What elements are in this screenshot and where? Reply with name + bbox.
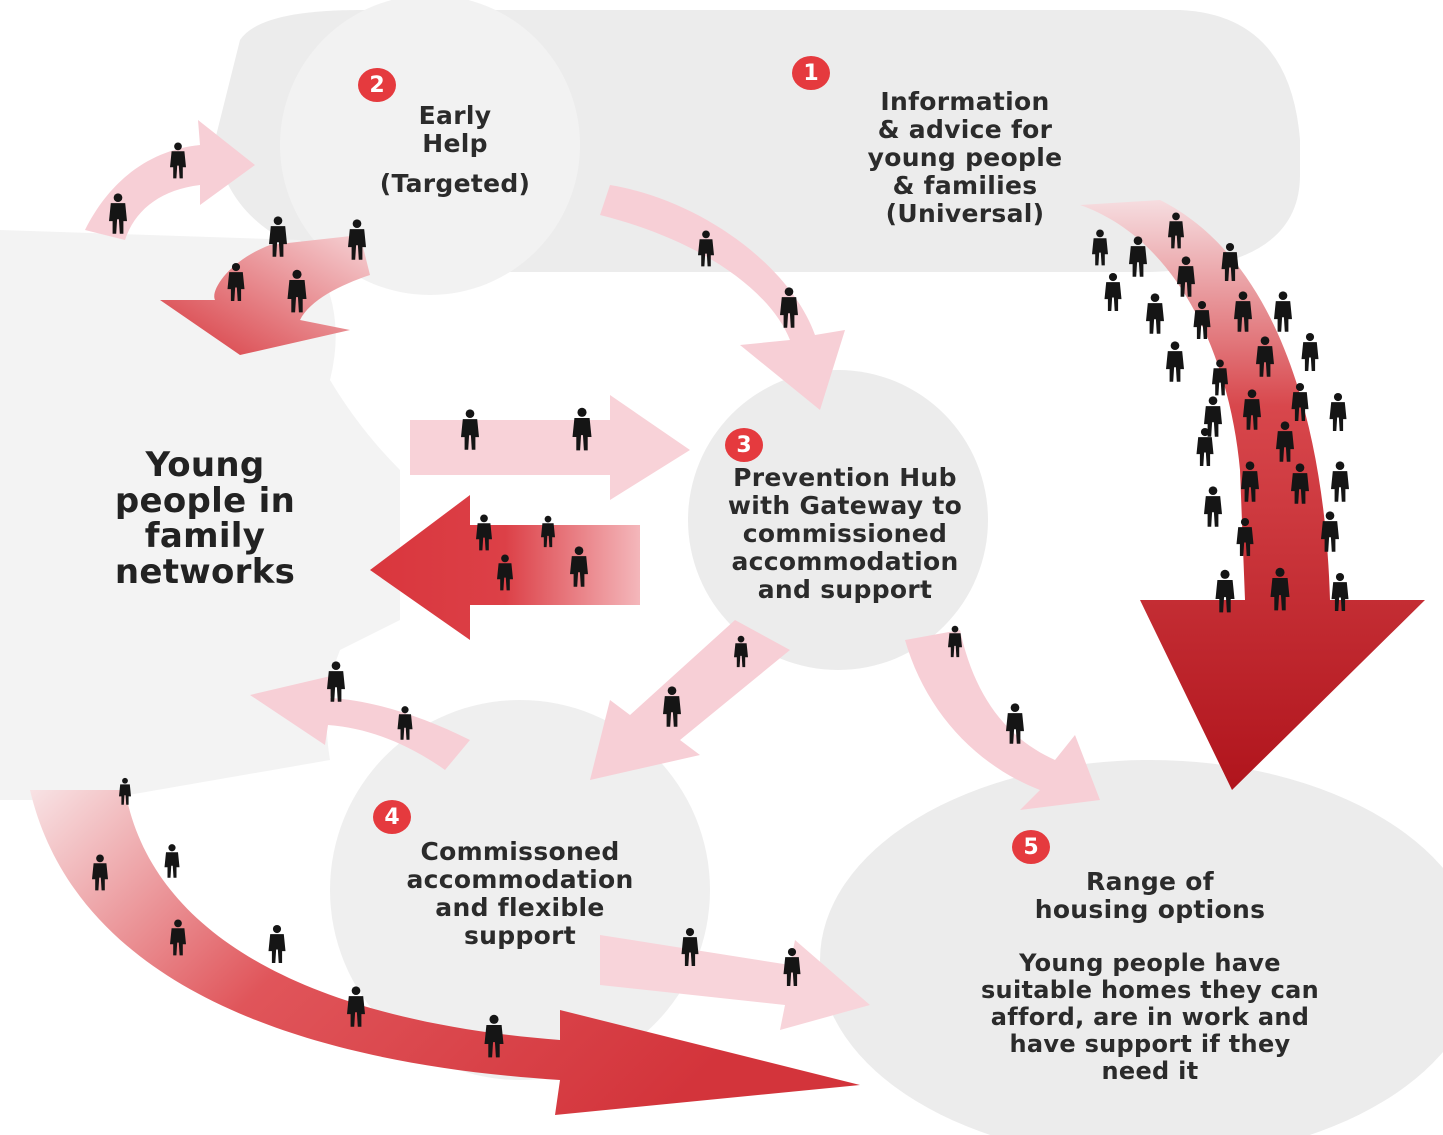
arrow-commissioned-to-family — [250, 675, 470, 770]
label-line: commissioned — [742, 519, 948, 548]
arrow-family-to-hub — [410, 395, 690, 500]
label-line: young people — [867, 143, 1063, 172]
label-line: accommodation — [731, 547, 959, 576]
label-family-networks: Young people in family networks — [60, 445, 350, 593]
label-housing-title: Range of housing options — [960, 868, 1340, 924]
label-information: Information & advice for young people & … — [770, 88, 1160, 228]
label-line: people in — [114, 480, 296, 521]
arrow-early-help-out — [160, 235, 370, 355]
label-line: and flexible — [435, 893, 605, 922]
number-badge-1: 1 — [792, 56, 830, 90]
label-line: Prevention Hub — [733, 463, 957, 492]
label-housing-outcome: Young people have suitable homes they ca… — [895, 950, 1405, 1084]
label-line: (Targeted) — [379, 169, 531, 198]
person-silhouette-icon — [1166, 341, 1184, 382]
label-line: accommodation — [406, 865, 634, 894]
label-prevention-hub: Prevention Hub with Gateway to commissio… — [660, 464, 1030, 604]
arrow-early-to-hub — [600, 185, 845, 410]
number-badge-5: 5 — [1012, 830, 1050, 864]
label-line: networks — [114, 552, 296, 593]
person-silhouette-icon — [1301, 332, 1319, 372]
label-line: and support — [757, 575, 933, 604]
region-family-networks — [0, 230, 400, 800]
label-line: with Gateway to — [727, 491, 963, 520]
number-badge-4: 4 — [373, 800, 411, 834]
label-line: Young — [145, 445, 265, 485]
label-line: Range of — [1086, 867, 1214, 896]
circle-housing — [820, 760, 1443, 1135]
label-line: & families — [892, 171, 1038, 200]
label-line: support — [463, 921, 577, 950]
arrow-hub-to-housing — [905, 630, 1100, 810]
label-early-help: Early Help (Targeted) — [330, 102, 580, 198]
arrow-commissioned-to-housing — [600, 935, 870, 1030]
number-badge-3: 3 — [725, 428, 763, 462]
label-line: Commissoned — [420, 837, 620, 866]
person-silhouette-icon — [1274, 291, 1292, 332]
circle-prevention-hub — [688, 370, 988, 670]
person-silhouette-icon — [268, 924, 286, 964]
arrow-hub-to-commissioned — [590, 620, 790, 780]
label-line: family — [144, 516, 266, 557]
person-silhouette-icon — [1329, 392, 1347, 432]
label-line: need it — [1101, 1056, 1199, 1085]
label-line: & advice for — [877, 115, 1053, 144]
person-silhouette-icon — [1331, 461, 1349, 502]
arrow-family-to-housing — [30, 790, 860, 1115]
person-silhouette-icon — [164, 844, 180, 878]
number-badge-2: 2 — [358, 68, 396, 102]
label-line: have support if they — [1009, 1029, 1291, 1058]
label-line: Young people have — [1019, 949, 1281, 977]
label-line: Help — [422, 129, 488, 158]
label-line: Early — [418, 101, 492, 130]
person-silhouette-icon — [1204, 486, 1222, 527]
label-line: suitable homes they can — [980, 975, 1320, 1004]
person-silhouette-icon — [1146, 293, 1164, 334]
arrow-family-to-early-help — [85, 120, 255, 240]
label-commissioned: Commissoned accommodation and flexible s… — [330, 838, 710, 950]
label-line: afford, are in work and — [990, 1002, 1310, 1031]
label-line: Information — [880, 87, 1050, 116]
person-silhouette-icon — [1104, 272, 1122, 312]
label-line: housing options — [1034, 895, 1266, 924]
label-line: (Universal) — [885, 199, 1045, 228]
